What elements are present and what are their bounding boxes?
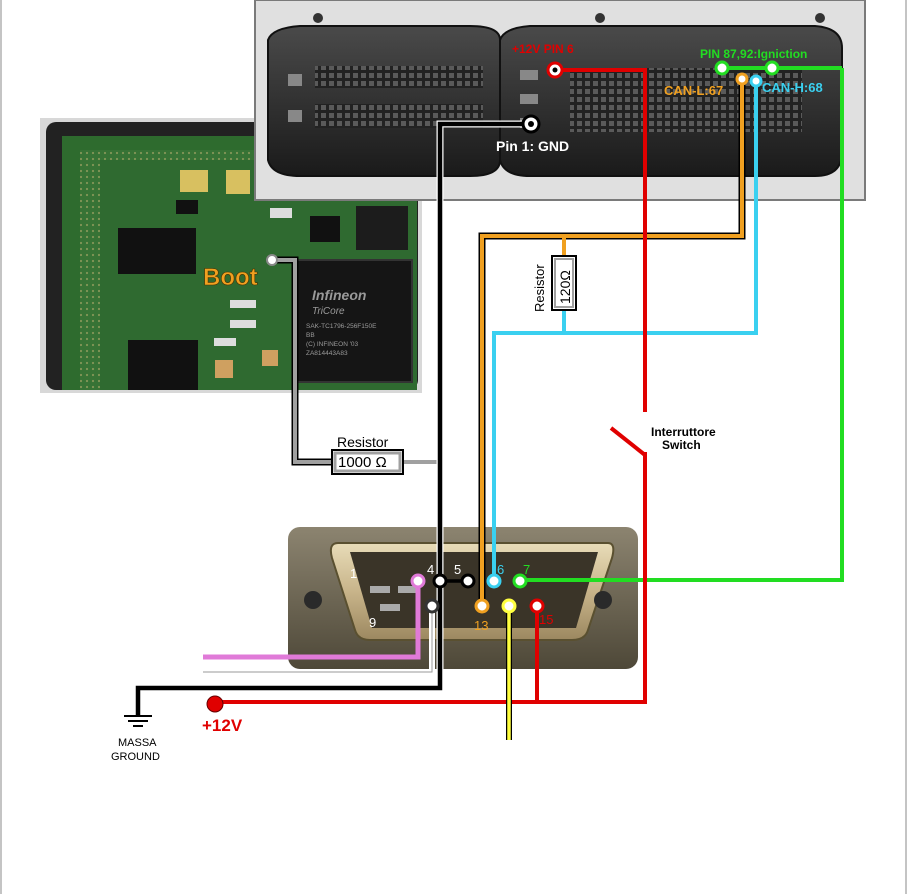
pin-number-5: 5: [454, 562, 461, 577]
pin-number-6: 6: [497, 562, 504, 577]
pin-number-15: 15: [539, 612, 553, 627]
mounting-screw: [304, 591, 322, 609]
chip-part: SAK-TC1796-256F150E: [306, 323, 377, 330]
db-pin4-marker: [432, 573, 448, 589]
capacitor: [226, 170, 250, 194]
pin6-label: +12V PIN 6: [512, 42, 574, 56]
boot-label: Boot: [203, 264, 258, 291]
db-pin13-marker: [474, 598, 490, 614]
switch-blade[interactable]: [609, 426, 647, 457]
db-pin-marker: [424, 598, 440, 614]
db-pin14-marker: [501, 598, 517, 614]
ecu-pin67-marker: [735, 72, 749, 86]
ecu-pin1-core: [528, 121, 534, 127]
can-l-wire: [480, 77, 744, 606]
pin-number-7: 7: [523, 562, 530, 577]
ic-chip: [128, 340, 198, 390]
can-resistor-label: Resistor: [532, 264, 547, 312]
boot-resistor-label: Resistor: [337, 434, 389, 450]
switch-label-en: Switch: [662, 438, 701, 452]
chip-code: BB: [306, 332, 315, 339]
ground-label-it: MASSA: [118, 737, 157, 749]
chip-line: TriCore: [312, 306, 345, 317]
db-pin6-marker: [486, 573, 502, 589]
ignition-wire: [520, 68, 844, 582]
chip-copy: (C) INFINEON '03: [306, 341, 359, 348]
gnd-label: Pin 1: GND: [496, 138, 569, 154]
db-pin15-marker: [529, 598, 545, 614]
can-resistor-value: 120Ω: [557, 270, 573, 304]
can-resistor: [551, 255, 577, 311]
pin-number-13: 13: [474, 618, 488, 633]
ecu-pin92-marker: [764, 60, 780, 76]
can-h-label: CAN-H:68: [762, 80, 823, 95]
ground-label-en: GROUND: [111, 751, 160, 763]
mounting-screw: [594, 591, 612, 609]
supply-terminal: [206, 695, 224, 713]
db-pin-marker: [410, 573, 426, 589]
switch-label-it: Interruttore: [651, 425, 716, 439]
can-h-wire: [492, 80, 758, 581]
boot-resistor-value: 1000 Ω: [338, 454, 387, 471]
ecu-pin87-marker: [714, 60, 730, 76]
ecu-pin68-marker: [749, 74, 763, 88]
pin-number-1: 1: [350, 566, 357, 581]
boot-pad-marker: [266, 254, 278, 266]
supply-label: +12V: [202, 716, 243, 735]
capacitor: [180, 170, 208, 192]
wires: [134, 66, 844, 740]
white-wire-edge: [203, 606, 433, 673]
chip-brand: Infineon: [312, 287, 366, 303]
supply-wire-ecu: [555, 68, 647, 412]
ground-icon: [124, 715, 152, 727]
db-pin7-marker: [512, 573, 528, 589]
can-l-label: CAN-L:67: [664, 83, 723, 98]
boot-resistor: [331, 449, 404, 475]
ignition-label: PIN 87,92:Igniction: [700, 47, 807, 61]
ecu-photo: [254, 0, 866, 201]
pin-number-4: 4: [427, 562, 434, 577]
db-pin5-marker: [460, 573, 476, 589]
tricore-chip: [295, 259, 413, 383]
pin-number-9: 9: [369, 615, 376, 630]
boot-wire: [272, 258, 332, 464]
gnd-wire: [135, 121, 531, 715]
ic-chip: [118, 228, 196, 274]
ecu-pin6-core: [552, 67, 558, 73]
chip-lot: ZA814443A83: [306, 350, 348, 357]
db15-connector: [288, 527, 638, 669]
supply-wire: [215, 452, 647, 704]
pink-wire: [203, 578, 421, 660]
